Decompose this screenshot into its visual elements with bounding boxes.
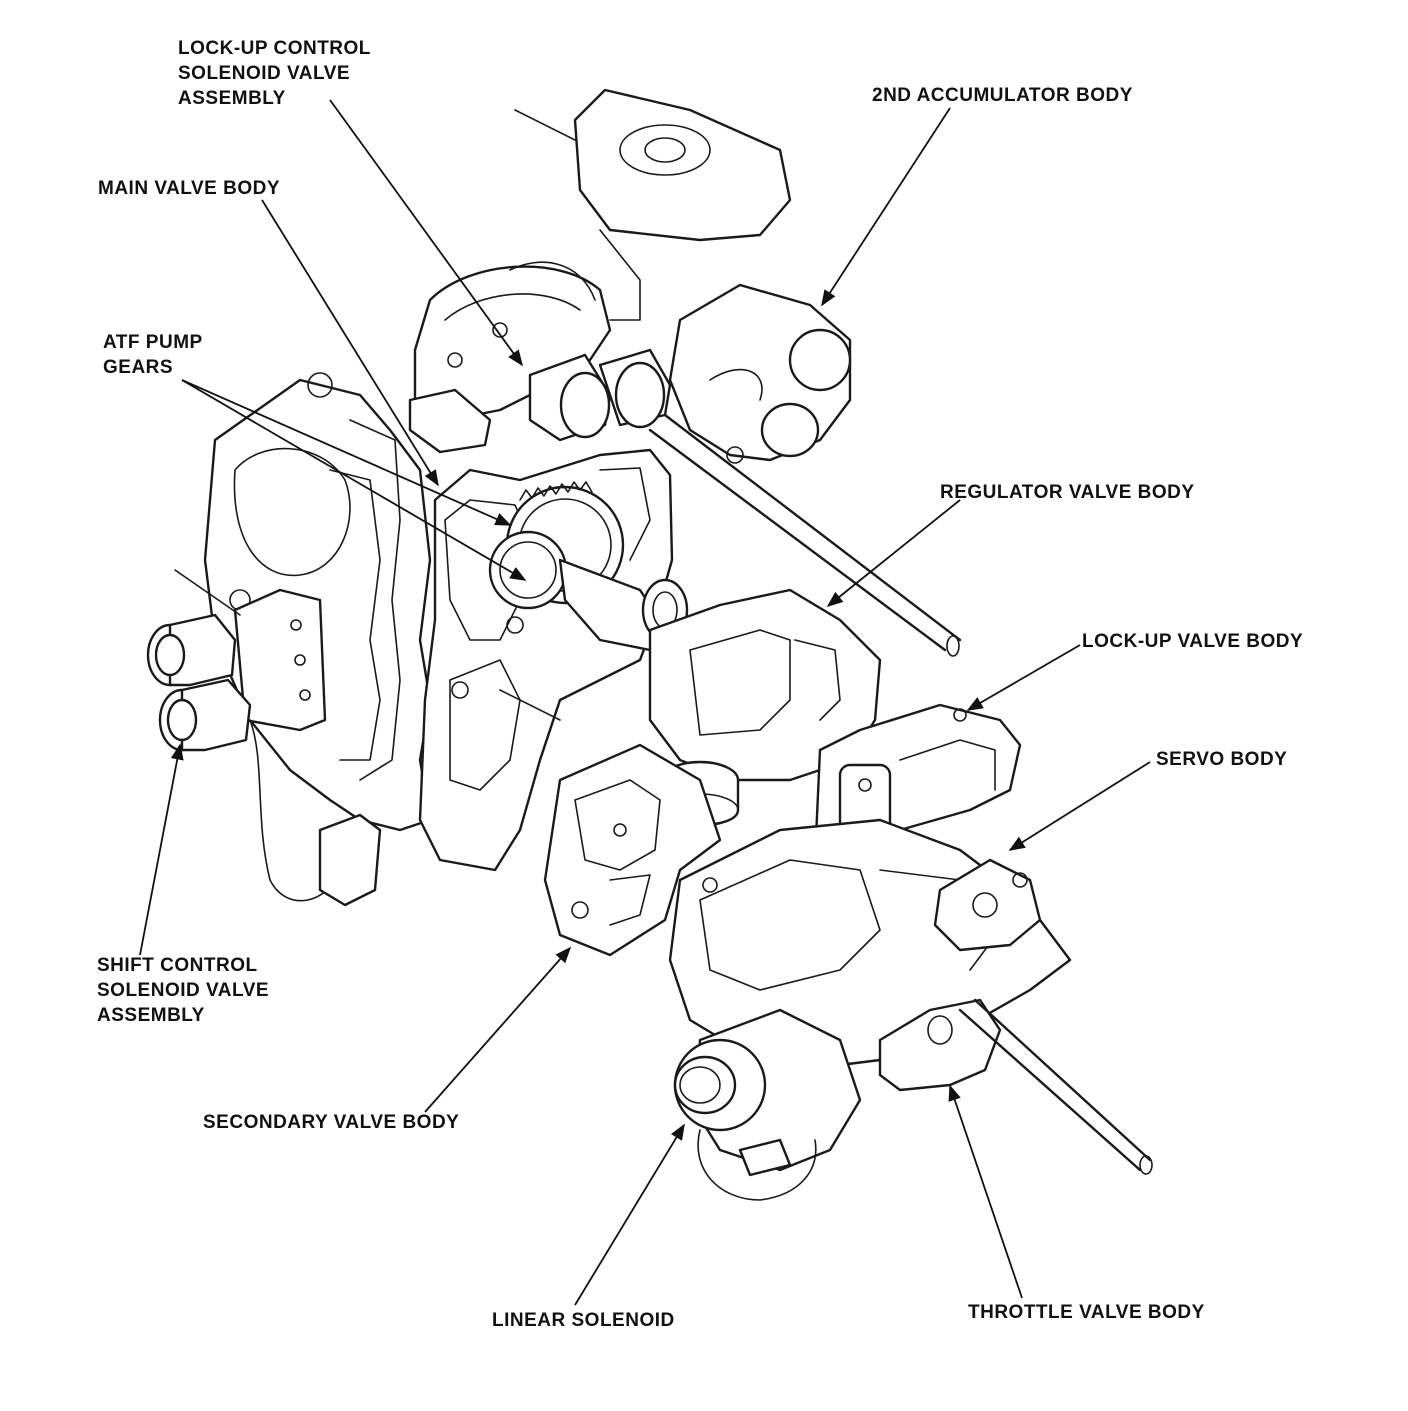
label-servo-body: SERVO BODY: [1156, 749, 1288, 770]
label-2nd-accumulator-body: 2ND ACCUMULATOR BODY: [872, 85, 1133, 106]
2nd-accumulator-body: [514, 88, 962, 657]
leader-lines: [139, 99, 1151, 1306]
label-secondary-valve-body: SECONDARY VALVE BODY: [203, 1112, 460, 1133]
linear-solenoid: [673, 1008, 862, 1201]
label-lockup-control-solenoid-valve-assembly: LOCK-UP CONTROL SOLENOID VALVE ASSEMBLY: [178, 38, 371, 109]
label-regulator-valve-body: REGULATOR VALVE BODY: [940, 482, 1195, 503]
throttle-valve-body: [878, 998, 1153, 1175]
lockup-control-solenoid-assembly: [408, 261, 672, 454]
label-main-valve-body: MAIN VALVE BODY: [98, 178, 281, 199]
atf-pump-gears: [488, 481, 689, 652]
label-lockup-valve-body: LOCK-UP VALVE BODY: [1082, 631, 1304, 652]
secondary-valve-body: [543, 743, 722, 957]
label-throttle-valve-body: THROTTLE VALVE BODY: [968, 1302, 1205, 1323]
label-atf-pump-gears: ATF PUMP GEARS: [103, 332, 203, 378]
label-linear-solenoid: LINEAR SOLENOID: [492, 1310, 675, 1331]
label-shift-control-solenoid-valve-assembly: SHIFT CONTROL SOLENOID VALVE ASSEMBLY: [97, 955, 270, 1026]
shift-control-solenoid-assembly: [146, 569, 382, 907]
